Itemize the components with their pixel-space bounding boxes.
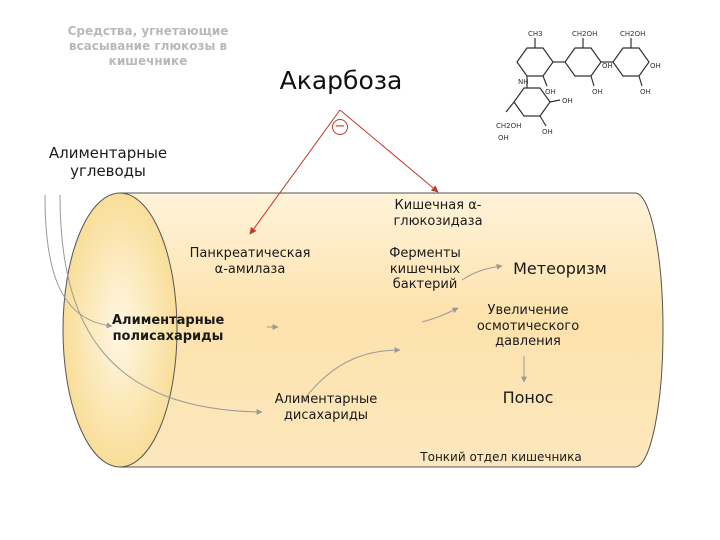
osmotic-pressure-label: Увеличение осмотического давления	[476, 303, 580, 350]
svg-text:OH: OH	[650, 62, 661, 70]
bacteria-to-meteorism-arrow	[461, 263, 503, 281]
diarrhea-label: Понос	[502, 388, 554, 407]
svg-text:OH: OH	[592, 88, 603, 96]
svg-text:OH: OH	[640, 88, 651, 96]
svg-text:CH3: CH3	[528, 30, 543, 38]
disaccharides-to-bacteria-arrow	[301, 347, 401, 403]
intestinal-glucosidase-label: Кишечная α-глюкозидаза	[393, 198, 483, 229]
svg-text:CH2OH: CH2OH	[572, 30, 597, 38]
bacterial-enzymes-label: Ферменты кишечных бактерий	[389, 246, 461, 293]
svg-text:OH: OH	[562, 97, 573, 105]
carbs-to-disaccharides-arrow	[59, 194, 263, 415]
acarbose-structure	[505, 38, 650, 127]
svg-text:OH: OH	[545, 88, 556, 96]
dietary-carbohydrates-label: Алиментарные углеводы	[48, 144, 168, 180]
structure-labels: CH3 CH2OH CH2OH CH2OH OH OH OH NH OH OH …	[496, 30, 661, 142]
acarbose-title: Акарбоза	[279, 66, 403, 95]
pancreatic-amylase-label: Панкреатическая α-амилаза	[189, 246, 311, 277]
slide-title: Средства, угнетающие всасывание глюкозы …	[67, 24, 229, 68]
small-intestine-label: Тонкий отдел кишечника	[420, 450, 582, 464]
svg-text:OH: OH	[498, 134, 509, 142]
inhibit-amylase-arrow	[249, 109, 341, 235]
svg-text:CH2OH: CH2OH	[496, 122, 521, 130]
inhibition-sign: −	[332, 119, 348, 135]
flow-arrows	[44, 194, 527, 415]
svg-text:OH: OH	[602, 62, 613, 70]
polysaccharides-label: Алиментарные полисахариды	[112, 313, 225, 344]
disaccharides-label: Алиментарные дисахариды	[274, 392, 378, 423]
svg-text:CH2OH: CH2OH	[620, 30, 645, 38]
inhibition-arrows	[249, 109, 439, 235]
inhibit-glucosidase-arrow	[339, 109, 439, 193]
svg-text:NH: NH	[518, 78, 529, 86]
svg-text:OH: OH	[542, 128, 553, 136]
meteorism-label: Метеоризм	[513, 259, 607, 278]
small-intestine-tube	[62, 192, 664, 468]
bacteria-to-osmotic-arrow	[421, 307, 459, 323]
carbs-to-polysaccharides-arrow	[44, 194, 113, 329]
